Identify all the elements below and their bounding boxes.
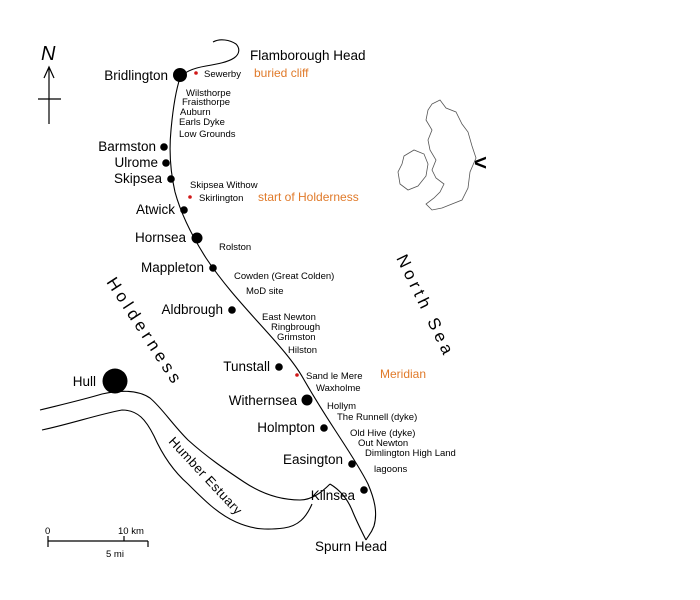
town-withernsea: Withernsea xyxy=(229,393,313,408)
lost-village-label: Skipsea Withow xyxy=(190,180,258,191)
town-label: Bridlington xyxy=(104,68,168,83)
humber-estuary-label: Humber Estuary xyxy=(166,434,246,518)
spurn-head-label: Spurn Head xyxy=(315,539,387,554)
town-atwick: Atwick xyxy=(136,202,188,217)
lost-village-label: Cowden (Great Colden) xyxy=(234,271,334,282)
uk-inset-map: < xyxy=(397,99,487,211)
town-kilnsea: Kilnsea xyxy=(311,486,368,503)
lost-village-label: Sand le Mere xyxy=(306,371,363,382)
town-label: Atwick xyxy=(136,202,175,217)
scale-km-label: 10 km xyxy=(118,526,144,537)
site-marker-sand-le-mere xyxy=(295,373,299,377)
start-of-holderness-annotation: start of Holderness xyxy=(258,190,359,204)
town-label: Easington xyxy=(283,452,343,467)
spurn-spit xyxy=(329,483,367,541)
town-aldbrough: Aldbrough xyxy=(161,302,236,317)
lost-village-label: The Runnell (dyke) xyxy=(337,412,417,423)
flamborough-head-label: Flamborough Head xyxy=(250,48,366,63)
scale-mi-label: 5 mi xyxy=(106,549,124,560)
town-hornsea: Hornsea xyxy=(135,230,203,245)
humber-north-bank xyxy=(39,390,331,501)
inset-location-arrow: < xyxy=(474,150,487,175)
buried-cliff-annotation: buried cliff xyxy=(254,66,309,80)
town-label: Tunstall xyxy=(223,359,270,374)
scale-bar: 0 10 km 5 mi xyxy=(45,526,149,560)
lost-village-label: Grimston xyxy=(277,332,316,343)
site-marker-sewerby xyxy=(194,71,198,75)
town-label: Withernsea xyxy=(229,393,298,408)
town-label: Barmston xyxy=(98,139,156,154)
town-label: Hull xyxy=(73,374,96,389)
town-mappleton: Mappleton xyxy=(141,260,217,275)
town-label: Aldbrough xyxy=(161,302,223,317)
town-hull: Hull xyxy=(73,368,128,394)
town-skipsea: Skipsea xyxy=(114,171,175,186)
town-bridlington: Bridlington xyxy=(104,68,187,83)
town-easington: Easington xyxy=(283,452,356,468)
lost-village-label: Hollym xyxy=(327,401,356,412)
north-label: N xyxy=(41,43,56,65)
lost-village-label: Hilston xyxy=(288,345,317,356)
north-sea-label: North Sea xyxy=(392,251,458,360)
lost-village-label: Sewerby xyxy=(204,69,241,80)
lost-village-label: Fraisthorpe xyxy=(182,97,230,108)
lost-village-label: Out Newton xyxy=(358,438,408,449)
town-label: Ulrome xyxy=(114,155,158,170)
town-tunstall: Tunstall xyxy=(223,359,283,374)
lost-village-label: Wilsthorpe xyxy=(186,88,231,99)
lost-village-label: Low Grounds xyxy=(179,129,236,140)
lost-village-label: East Newton xyxy=(262,312,316,323)
lost-village-label: Old Hive (dyke) xyxy=(350,428,415,439)
town-label: Mappleton xyxy=(141,260,204,275)
north-arrow: N xyxy=(38,43,61,124)
lost-village-label: Ringbrough xyxy=(271,322,320,333)
lost-village-label: Earls Dyke xyxy=(179,117,225,128)
town-ulrome: Ulrome xyxy=(114,155,170,170)
town-holmpton: Holmpton xyxy=(257,420,328,435)
town-label: Hornsea xyxy=(135,230,187,245)
lost-village-label: Waxholme xyxy=(316,383,361,394)
town-label: Kilnsea xyxy=(311,488,356,503)
lost-village-label: Auburn xyxy=(180,107,211,118)
lost-village-label: lagoons xyxy=(374,464,408,475)
humber-south-bank xyxy=(41,409,313,530)
lost-village-label: Dimlington High Land xyxy=(365,448,456,459)
lost-village-label: Rolston xyxy=(219,242,251,253)
lost-village-label: Skirlington xyxy=(199,193,243,204)
scale-zero-label: 0 xyxy=(45,526,50,537)
meridian-annotation: Meridian xyxy=(380,367,426,381)
lost-village-label: MoD site xyxy=(246,286,283,297)
town-barmston: Barmston xyxy=(98,139,168,154)
town-label: Holmpton xyxy=(257,420,315,435)
site-marker-skirlington xyxy=(188,195,192,199)
town-label: Skipsea xyxy=(114,171,163,186)
